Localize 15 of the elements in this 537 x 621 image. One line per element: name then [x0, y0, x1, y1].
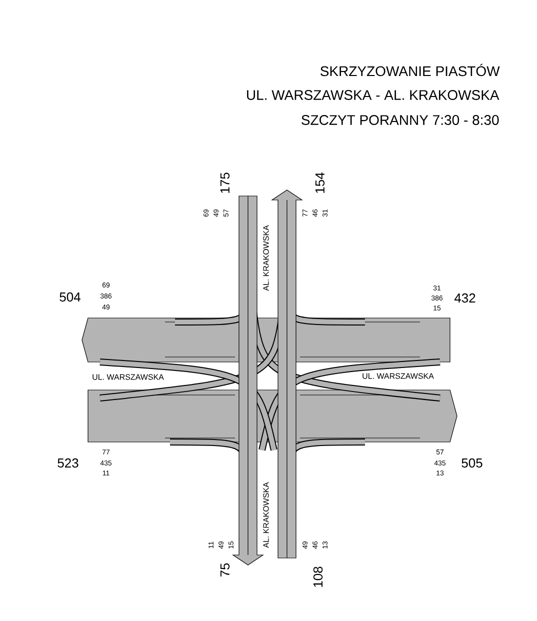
volume-total: 75	[220, 563, 230, 577]
street-name: UL. WARSZAWSKA	[92, 374, 164, 380]
heading-line: SZCZYT PORANNY 7:30 - 8:30	[302, 115, 499, 125]
volume-total: 108	[313, 566, 323, 587]
volume-total: 432	[454, 293, 476, 303]
street-name: AL. KRAKOWSKA	[263, 225, 269, 291]
volume-total: 505	[462, 458, 482, 468]
volume-total: 523	[58, 458, 78, 468]
volume-total: 175	[220, 172, 230, 193]
street-name: UL. WARSZAWSKA	[362, 373, 434, 379]
volume-total: 504	[60, 292, 80, 302]
heading-line: UL. WARSZAWSKA - AL. KRAKOWSKA	[247, 90, 500, 100]
heading-line: SKRZYZOWANIE PIASTÓW	[320, 64, 500, 76]
street-name: AL. KRAKOWSKA	[263, 482, 269, 548]
volume-total: 154	[315, 172, 325, 193]
